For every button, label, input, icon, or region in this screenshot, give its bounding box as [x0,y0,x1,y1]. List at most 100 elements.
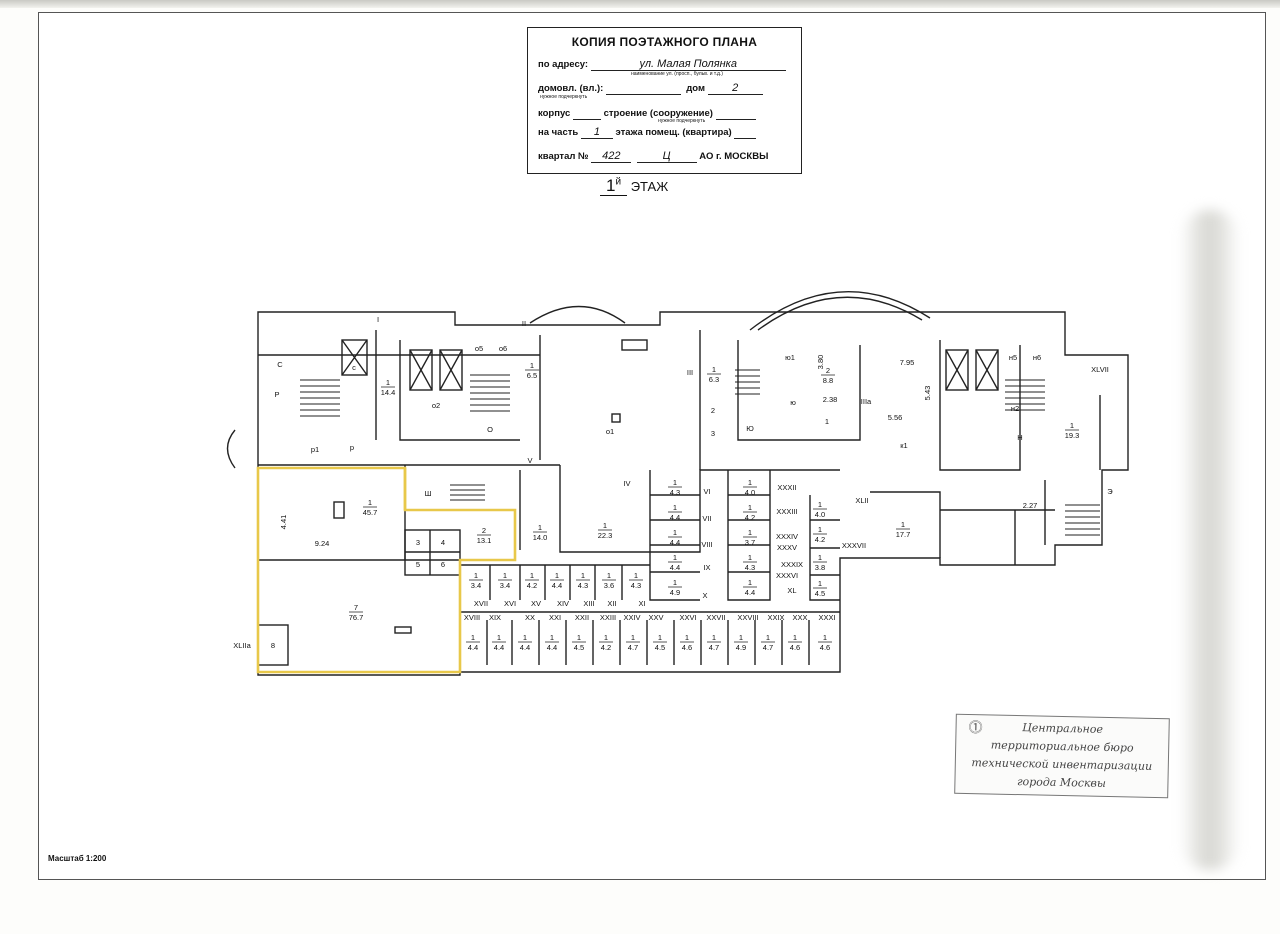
room-r2-number: 2 [482,526,486,535]
cell-bottom-9-area: 4.7 [709,643,719,652]
cell-col-a-0-area: 4.3 [670,488,680,497]
cell-bottom-2-area: 4.4 [520,643,530,652]
cell-col-a-3-number: 1 [673,553,677,562]
etazha-label: этажа помещ. (квартира) [615,127,732,138]
room-r88-area: 8.8 [823,376,833,385]
cell-col-c-3-area: 4.5 [815,589,825,598]
dimension-6: 5.56 [888,413,903,422]
room-letter-30: XLIIа [233,641,251,650]
room-letter-28: II [522,319,526,328]
cell-top-1-area: 3.4 [500,581,510,590]
address-label: по адресу: [538,59,589,70]
room-r193-area: 19.3 [1065,431,1080,440]
chast-row: на часть 1 этажа помещ. (квартира) [538,127,757,139]
room-r7-number: 7 [354,603,358,612]
room-letter-61: XXVII [706,613,725,622]
cell-col-b-3-number: 1 [748,553,752,562]
room-letter-3: р1 [311,445,319,454]
room-letter-55: XXI [549,613,561,622]
dimension-labels: 4.419.243.802.387.955.435.562.27 [279,355,1037,548]
room-r7-area: 76.7 [349,613,364,622]
room-letter-19: н5 [1009,353,1017,362]
highlighted-area-outline [256,466,517,674]
ao-label: АО г. МОСКВЫ [699,151,769,162]
plan-header-block: КОПИЯ ПОЭТАЖНОГО ПЛАНА по адресу: ул. Ма… [527,27,802,174]
cell-bottom-0-number: 1 [471,633,475,642]
room-letter-59: XXV [648,613,663,622]
room-letter-33: XXXVII [842,541,866,550]
room-letter-36: XXXIII [776,507,797,516]
cell-col-b-4-area: 4.4 [745,588,755,597]
cell-bottom-7-number: 1 [658,633,662,642]
scale-label: Масштаб 1:200 [48,854,107,863]
room-r6-number: 6 [441,560,445,569]
dimension-2: 3.80 [816,355,825,370]
room-r1-area: 45.7 [363,508,378,517]
room-r5-number: 5 [416,560,420,569]
chast-value: 1 [580,127,613,139]
room-letter-48: XIV [557,599,569,608]
room-letter-9: о1 [606,427,614,436]
stamp-line-4: города Москвы [1016,775,1106,790]
cell-top-6-number: 1 [634,571,638,580]
kvartal-label: квартал № [538,151,589,162]
cell-top-0-area: 3.4 [471,581,481,590]
room-letter-42: VIII [701,540,712,549]
cell-col-b-2-number: 1 [748,528,752,537]
stamp-line-1: Центральное [1022,721,1104,736]
room-r1-number: 1 [368,498,372,507]
room-letter-56: XXII [575,613,589,622]
cell-bottom-9-number: 1 [712,633,716,642]
room-letter-41: VII [702,514,711,523]
cell-col-b-3-area: 4.3 [745,563,755,572]
bti-stamp: ⓵ Центральное территориальное бюро техни… [954,713,1170,799]
stamp-line-3: технической инвентаризации [971,756,1153,773]
cell-top-2-area: 4.2 [527,581,537,590]
room-letter-46: XII [607,599,616,608]
room-letter-51: XVII [474,599,488,608]
room-letter-12: 3 [711,429,715,438]
cell-col-b-0-area: 4.0 [745,488,755,497]
cell-bottom-8-area: 4.6 [682,643,692,652]
stroenie-label: строение (сооружение) [603,108,713,119]
korpus-row: корпус строение (сооружение) [538,108,756,120]
cell-top-5-area: 3.6 [604,581,614,590]
cell-col-b-1-number: 1 [748,503,752,512]
room-letter-45: XI [638,599,645,608]
address-hint: наименование ул. (просп., бульв. и т.д.) [631,71,723,77]
room-r65-area: 6.5 [527,371,537,380]
cell-bottom-10-area: 4.9 [736,643,746,652]
room-letter-58: XXIV [623,613,640,622]
room-r14-number: 1 [386,378,390,387]
room-r65-number: 1 [530,361,534,370]
floor-number: 1й [600,176,628,196]
cell-col-c-0-area: 4.0 [815,510,825,519]
room-letter-20: н6 [1033,353,1041,362]
kvartal-value: 422 [591,151,632,163]
plan-title: КОПИЯ ПОЭТАЖНОГО ПЛАНА [571,35,758,49]
room-letter-22: Н [1017,433,1022,442]
room-r140-area: 14.0 [533,533,548,542]
room-letter-18: к1 [900,441,907,450]
room-letter-26: IV [623,479,630,488]
room-letter-15: Ю [746,424,754,433]
cell-top-1-number: 1 [503,571,507,580]
room-r2-area: 13.1 [477,536,492,545]
cell-bottom-12-area: 4.6 [790,643,800,652]
cell-bottom-5-area: 4.2 [601,643,611,652]
room-letter-50: XVI [504,599,516,608]
room-letter-2: р [350,443,354,452]
cell-bottom-12-number: 1 [793,633,797,642]
room-letter-63: XXIX [767,613,784,622]
cell-bottom-3-area: 4.4 [547,643,557,652]
cell-bottom-0-area: 4.4 [468,643,478,652]
room-r193-number: 1 [1070,421,1074,430]
cell-col-c-1-area: 4.2 [815,535,825,544]
room-letter-39: XXXVI [776,571,798,580]
room-r3-number: 3 [416,538,420,547]
room-letter-57: XXIII [600,613,616,622]
room-letter-16: 1 [825,417,829,426]
cell-bottom-6-number: 1 [631,633,635,642]
cell-col-a-1-number: 1 [673,503,677,512]
